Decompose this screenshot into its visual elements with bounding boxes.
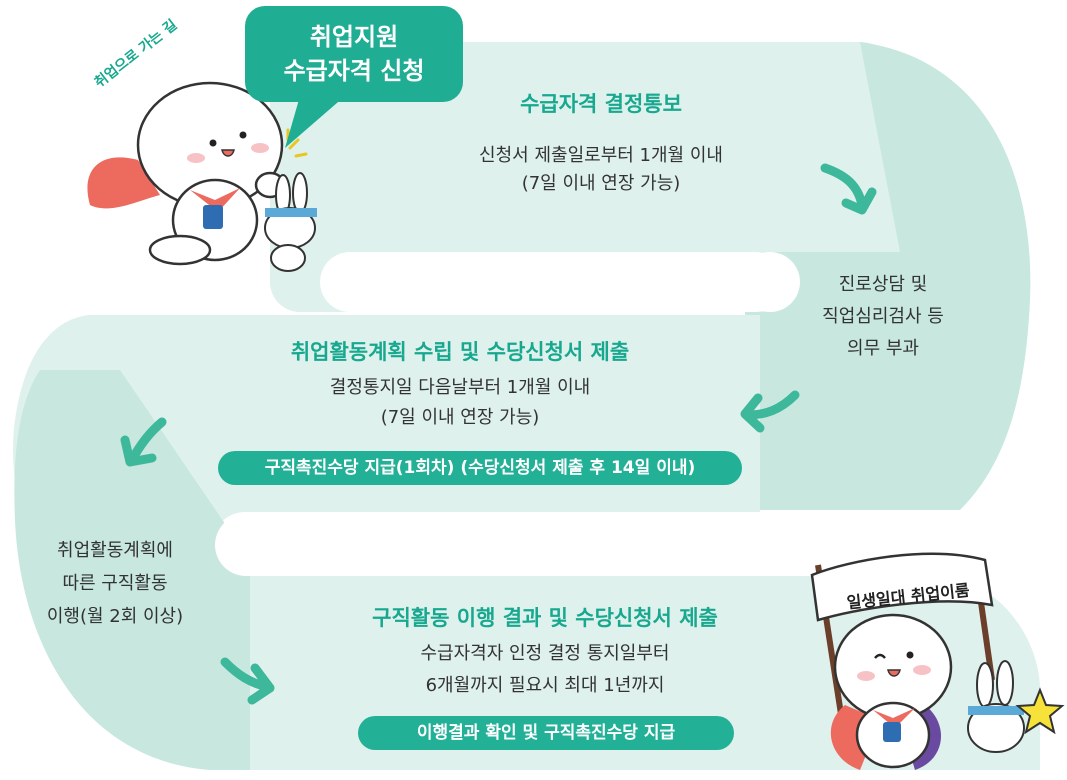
speech-bubble-tail	[285, 96, 345, 148]
mascot-character-icon	[87, 81, 308, 266]
bubble-line-2: 수급자격 신청	[283, 57, 425, 85]
step3-pill: 이행결과 확인 및 구직촉진수당 지급	[358, 716, 734, 750]
gap-2	[215, 514, 755, 576]
step2-pill: 구직촉진수당 지급(1회차) (수당신청서 제출 후 14일 이내)	[218, 451, 742, 485]
arrow-down-right-icon	[820, 163, 877, 215]
arrow-left-down-icon	[120, 417, 167, 467]
step3-title: 구직활동 이행 결과 및 수당신청서 제출	[372, 606, 718, 630]
bubble-line-1: 취업지원	[309, 23, 399, 51]
step1-line1: 신청서 제출일로부터 1개월 이내	[479, 145, 723, 166]
path-band-right	[745, 42, 1031, 510]
step1-line2: (7일 이내 연장 가능)	[521, 173, 681, 194]
path-band-left	[14, 370, 261, 770]
step1-title: 수급자격 결정통보	[520, 92, 682, 116]
step2-title: 취업활동계획 수립 및 수당신청서 제출	[290, 340, 630, 364]
side-left-line2: 따른 구직활동	[62, 573, 168, 594]
side-left-line1: 취업활동계획에	[57, 540, 173, 561]
step3-line1: 수급자격자 인정 결정 통지일부터	[420, 643, 670, 664]
step3-line2: 6개월까지 필요시 최대 1년까지	[425, 675, 665, 696]
banner-mascot-icon	[810, 552, 1065, 770]
arrow-down-left-icon	[740, 390, 800, 433]
bunny-character-icon	[264, 172, 317, 272]
step2-line1: 결정통지일 다음날부터 1개월 이내	[329, 377, 591, 398]
side-left-line3: 이행(월 2회 이상)	[46, 606, 184, 627]
side-right-line1: 진로상담 및	[838, 274, 928, 295]
gap-1	[320, 252, 785, 312]
side-right-line2: 직업심리검사 등	[822, 306, 944, 327]
step2-line2: (7일 이내 연장 가능)	[380, 407, 540, 428]
side-right-line3: 의무 부과	[847, 338, 919, 359]
path-band-1	[270, 42, 900, 312]
arrow-right-down-icon	[220, 657, 275, 705]
speech-bubble: 취업지원 수급자격 신청	[245, 6, 463, 102]
